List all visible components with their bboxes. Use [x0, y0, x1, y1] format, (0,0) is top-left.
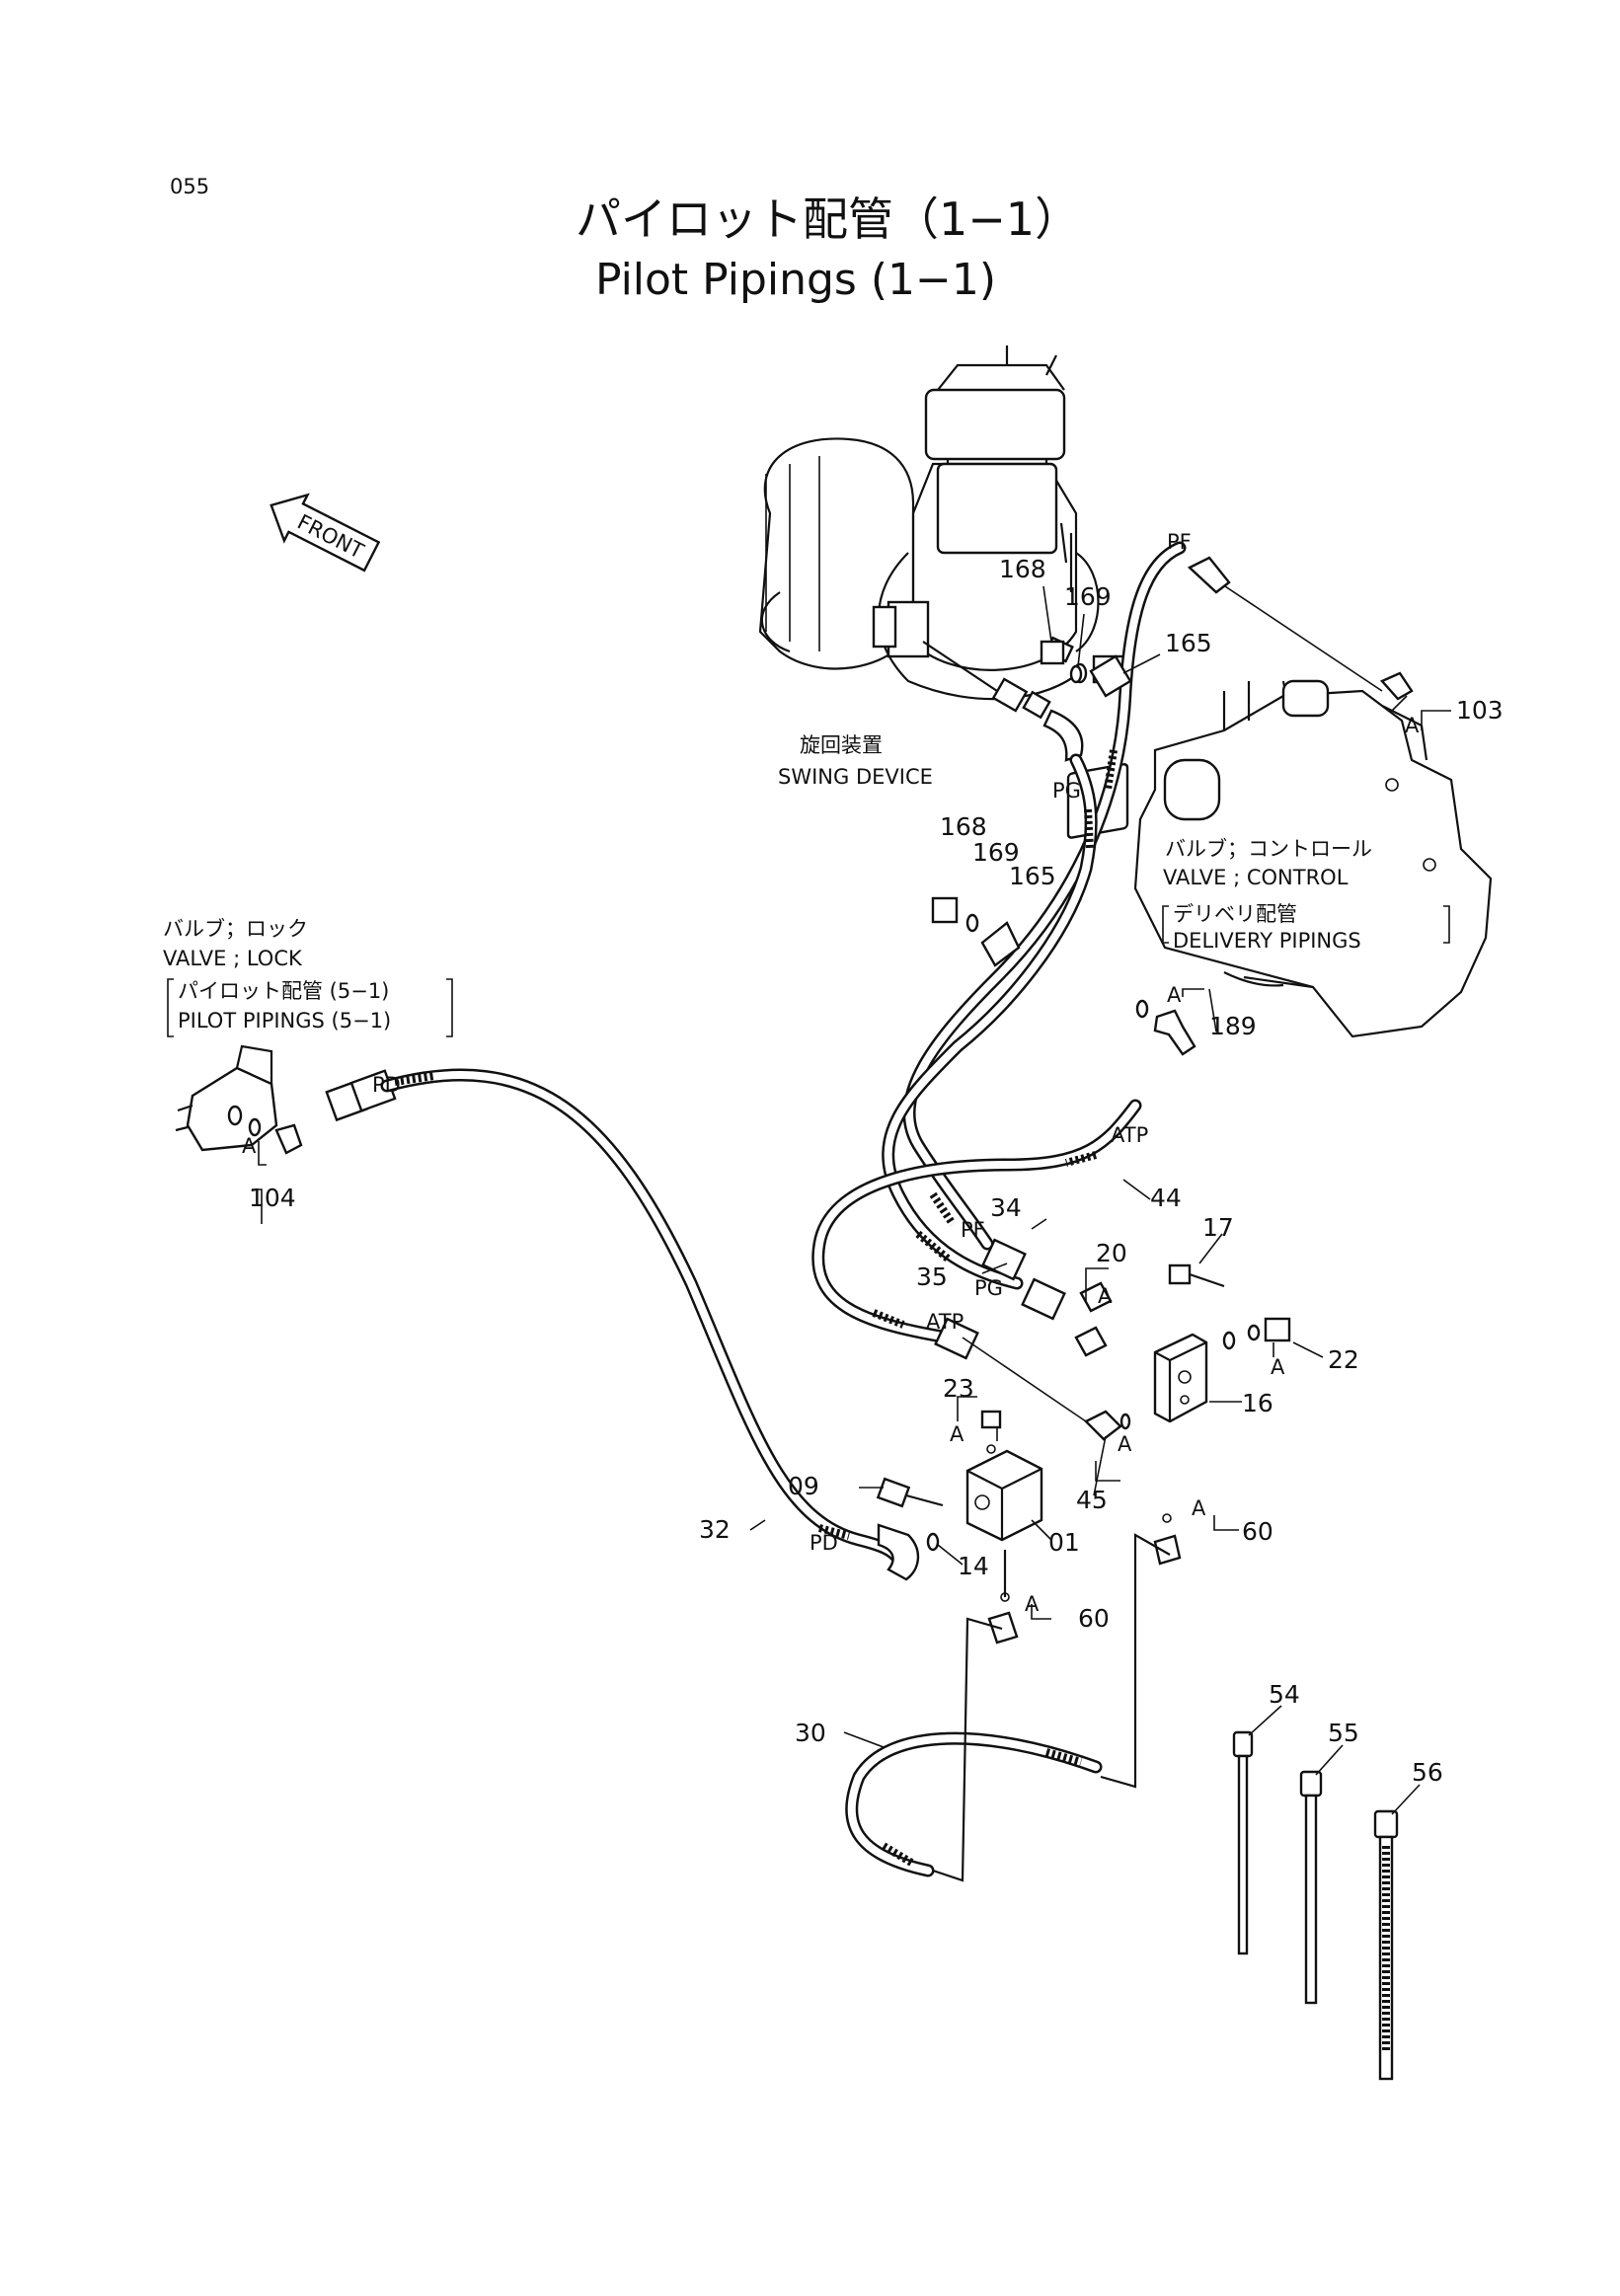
- part-number-01: 01: [1048, 1528, 1080, 1557]
- hose-35-pg: [882, 753, 1098, 1290]
- a-marker-60-right: A: [1192, 1496, 1206, 1520]
- lock-valve-label-en: VALVE ; LOCK: [163, 947, 303, 970]
- control-valve-label-jp: バルブ；コントロール: [1165, 837, 1372, 861]
- fitting-103: [1380, 671, 1414, 701]
- part-number-14: 14: [958, 1552, 989, 1580]
- part-number-55: 55: [1328, 1719, 1359, 1747]
- a-marker-22: A: [1271, 1355, 1285, 1379]
- lock-valve-label-jp: バルブ；ロック: [163, 917, 308, 941]
- lock-valve-ref-en: PILOT PIPINGS (5−1): [178, 1009, 391, 1033]
- cable-tie-54: [1232, 1730, 1254, 1955]
- leader-pf-103: [1218, 581, 1383, 692]
- part-number-60-left: 60: [1078, 1604, 1110, 1633]
- clamp-165-lower: [980, 921, 1021, 967]
- port-label-atp-right: ATP: [1111, 1123, 1148, 1147]
- a-marker-103: A: [1405, 714, 1420, 737]
- part-number-104: 104: [249, 1184, 296, 1212]
- a-marker-20: A: [1098, 1284, 1113, 1308]
- fitting-168-lower: [931, 896, 979, 933]
- part-number-32: 32: [699, 1515, 731, 1544]
- hose-34-pf: [902, 541, 1187, 1251]
- control-valve-drawing: [1133, 679, 1493, 1038]
- hose-32-pd: [380, 1068, 905, 1567]
- part-number-20: 20: [1096, 1239, 1127, 1267]
- pd-elbow-fitting: [877, 1523, 920, 1581]
- part-number-17: 17: [1202, 1213, 1234, 1242]
- bolt-17: [1168, 1263, 1225, 1288]
- fitting-22: [1222, 1317, 1291, 1350]
- fitting-60-right: [1153, 1513, 1182, 1566]
- part-number-35: 35: [916, 1263, 948, 1291]
- fitting-168-upper: [1040, 640, 1083, 684]
- fitting-09: [876, 1477, 944, 1508]
- cable-tie-56: [1373, 1809, 1399, 2081]
- front-arrow-icon: FRONT: [270, 493, 381, 573]
- port-label-pd-bottom: PD: [810, 1531, 838, 1555]
- swing-device-label-jp: 旋回装置: [800, 733, 883, 757]
- pf-hose-end: [1187, 556, 1231, 594]
- part-number-103: 103: [1456, 696, 1504, 725]
- a-marker-60-left: A: [1025, 1592, 1040, 1616]
- part-number-168-upper: 168: [999, 555, 1046, 583]
- swing-device-label-en: SWING DEVICE: [778, 765, 933, 789]
- a-marker-23: A: [950, 1422, 964, 1446]
- a-marker-104: A: [242, 1134, 257, 1158]
- part-number-169-upper: 169: [1064, 582, 1112, 611]
- plug-23: [980, 1410, 1002, 1454]
- part-number-45: 45: [1076, 1486, 1108, 1514]
- part-number-60-right: 60: [1242, 1517, 1273, 1546]
- clamp-165-upper: [1089, 654, 1132, 698]
- part-number-169-lower: 169: [972, 838, 1020, 867]
- lock-valve-ref-jp: パイロット配管 (5−1): [178, 979, 389, 1003]
- part-number-16: 16: [1242, 1389, 1273, 1417]
- block-01: [965, 1449, 1043, 1542]
- part-number-165-lower: 165: [1009, 862, 1056, 890]
- part-number-34: 34: [990, 1193, 1022, 1222]
- a-marker-45: A: [1118, 1432, 1132, 1456]
- port-label-pg-top: PG: [1052, 779, 1081, 803]
- block-16: [1153, 1333, 1208, 1423]
- part-number-165-upper: 165: [1165, 629, 1212, 657]
- swing-device-drawing: [758, 345, 1125, 762]
- part-number-168-lower: 168: [940, 812, 987, 841]
- part-number-23: 23: [943, 1374, 974, 1403]
- fitting-45: [962, 1337, 1131, 1441]
- port-label-pg-mid: PG: [974, 1276, 1003, 1300]
- pipe-60-right: [1100, 1533, 1171, 1789]
- control-valve-ref-bracket: [1162, 905, 1450, 944]
- leader-lines: [252, 585, 1451, 1815]
- control-valve-ref-en: DELIVERY PIPINGS: [1173, 929, 1361, 953]
- part-number-54: 54: [1269, 1680, 1300, 1709]
- part-number-44: 44: [1150, 1184, 1182, 1212]
- part-number-22: 22: [1328, 1345, 1359, 1374]
- page-number: 055: [170, 175, 209, 198]
- part-number-30: 30: [795, 1719, 826, 1747]
- control-valve-label-en: VALVE ; CONTROL: [1163, 866, 1349, 889]
- lock-valve-ref-bracket: [167, 978, 453, 1037]
- hose-30: [845, 1731, 1103, 1877]
- oring-14: [926, 1532, 940, 1552]
- part-number-56: 56: [1412, 1758, 1443, 1787]
- port-label-pf-top: PF: [1167, 530, 1192, 554]
- pipe-60-left: [932, 1617, 1003, 1882]
- title-japanese: パイロット配管（1−1）: [576, 192, 1080, 246]
- cable-tie-55: [1299, 1770, 1323, 2005]
- part-number-09: 09: [788, 1472, 819, 1500]
- hose-44-atp: [811, 1099, 1142, 1344]
- lock-valve-drawing: [175, 1044, 397, 1155]
- port-label-pd-left: PD: [372, 1073, 401, 1097]
- port-label-atp-mid: ATP: [926, 1310, 964, 1334]
- part-number-189: 189: [1209, 1012, 1257, 1040]
- a-marker-189: A: [1167, 983, 1182, 1007]
- control-valve-ref-jp: デリベリ配管: [1173, 902, 1297, 926]
- title-english: Pilot Pipings (1−1): [595, 255, 996, 305]
- port-label-pf-mid: PF: [961, 1218, 985, 1242]
- fitting-60-left: [987, 1592, 1019, 1645]
